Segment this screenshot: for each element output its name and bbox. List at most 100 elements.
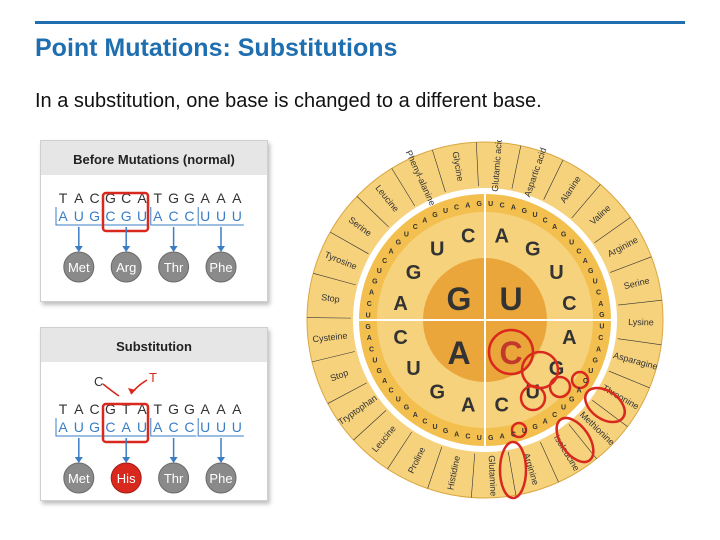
second-base-letter: G <box>406 262 422 284</box>
dna-base: T <box>59 401 68 417</box>
amino-acid-name: Cysteine <box>312 330 348 344</box>
amino-acid-label: His <box>117 471 136 486</box>
wheel-spoke <box>327 382 367 404</box>
dna-base: A <box>232 190 242 206</box>
third-base-letter: U <box>588 368 593 375</box>
wheel-spoke <box>476 142 479 187</box>
third-base-letter: G <box>372 279 378 286</box>
amino-acid-bead <box>63 462 95 494</box>
third-base-letter: G <box>569 397 575 404</box>
amino-acid-name: Lysine <box>628 317 654 327</box>
first-base-letter: U <box>499 281 522 317</box>
dna-base: A <box>232 401 242 417</box>
mrna-base: G <box>121 208 132 224</box>
third-base-letter: C <box>500 202 505 209</box>
third-base-letter: G <box>432 212 438 219</box>
amino-acid-label: Thr <box>164 260 184 275</box>
third-base-letter: G <box>532 424 538 431</box>
wheel-spoke <box>617 338 662 346</box>
third-base-letter: A <box>598 301 603 308</box>
codon-bracket <box>197 207 244 226</box>
third-base-letter: U <box>532 212 537 219</box>
dna-base: A <box>137 190 147 206</box>
mrna-base: G <box>89 419 100 435</box>
dna-base: A <box>216 190 226 206</box>
highlight-oval <box>584 386 626 424</box>
second-base-letter: C <box>495 394 509 416</box>
third-base-letter: A <box>596 346 601 353</box>
third-base-letter: G <box>404 405 410 412</box>
second-base-letter: C <box>562 293 576 315</box>
mrna-base: U <box>137 419 147 435</box>
third-base-letter: A <box>543 418 548 425</box>
amino-acid-bead <box>158 462 190 494</box>
third-base-letter: U <box>488 201 493 208</box>
arrowhead-icon <box>169 246 178 252</box>
arrowhead-icon <box>122 246 131 252</box>
panel-header-bg <box>41 141 267 175</box>
third-base-letter: C <box>596 290 601 297</box>
third-base-letter: A <box>583 258 588 265</box>
codon-bracket <box>150 207 197 226</box>
mrna-base: A <box>153 208 163 224</box>
dna-base: C <box>90 190 100 206</box>
amino-acid-bead <box>110 251 142 283</box>
second-base-letter: U <box>406 358 420 380</box>
third-base-letter: C <box>367 301 372 308</box>
dna-base: A <box>137 401 147 417</box>
dna-base: A <box>216 401 226 417</box>
arrowhead-icon <box>122 457 131 463</box>
slide-title: Point Mutations: Substitutions <box>35 34 398 62</box>
panel-heading: Before Mutations (normal) <box>73 152 235 167</box>
mrna-base: U <box>232 208 242 224</box>
third-base-letter: G <box>443 428 449 435</box>
third-base-letter: A <box>465 202 470 209</box>
third-base-letter: A <box>413 412 418 419</box>
panel-heading: Substitution <box>116 339 192 354</box>
wheel-spoke <box>313 273 356 286</box>
amino-acid-name: Glutamine <box>487 455 499 496</box>
codon-bracket <box>55 207 102 226</box>
amino-acid-bead <box>63 251 95 283</box>
third-base-letter: U <box>372 357 377 364</box>
mrna-base: U <box>200 208 210 224</box>
wheel-spoke <box>356 196 389 228</box>
wheel-spoke <box>391 168 416 207</box>
third-base-letter: U <box>477 435 482 442</box>
third-base-letter: U <box>404 231 409 238</box>
first-base-letter: C <box>499 335 522 371</box>
amino-acid-label: Phe <box>209 471 232 486</box>
third-base-letter: C <box>413 224 418 231</box>
highlight-circle <box>510 421 528 439</box>
amino-acid-name: Glutamic acid <box>490 140 504 192</box>
arrowhead-icon <box>217 457 225 463</box>
dna-base: C <box>121 190 131 206</box>
wheel-spoke <box>608 370 650 389</box>
codon-bracket <box>150 418 197 437</box>
wheel-spoke <box>511 145 522 189</box>
first-base-letter: G <box>447 281 472 317</box>
third-base-letter: A <box>576 388 581 395</box>
amino-acid-bead <box>205 462 237 494</box>
second-base-letter: A <box>393 293 407 315</box>
amino-acid-label: Met <box>68 471 90 486</box>
wheel-spoke <box>568 424 597 459</box>
first-base-letter: A <box>447 335 470 371</box>
title-rule <box>35 21 685 24</box>
wheel-spoke <box>540 441 559 483</box>
arrowhead-icon <box>74 457 83 463</box>
third-base-letter: C <box>454 205 459 212</box>
second-base-letter: A <box>461 394 475 416</box>
third-base-letter: A <box>369 290 374 297</box>
mrna-base: U <box>216 208 226 224</box>
dna-base: G <box>168 190 179 206</box>
second-base-letter: C <box>461 226 475 248</box>
third-base-letter: U <box>377 268 382 275</box>
mrna-base: C <box>184 419 194 435</box>
panel-header-bg <box>41 328 267 362</box>
second-base-letter: G <box>429 382 445 404</box>
wheel-spoke <box>307 317 352 319</box>
third-base-letter: C <box>583 378 588 385</box>
third-base-letter: U <box>432 424 437 431</box>
